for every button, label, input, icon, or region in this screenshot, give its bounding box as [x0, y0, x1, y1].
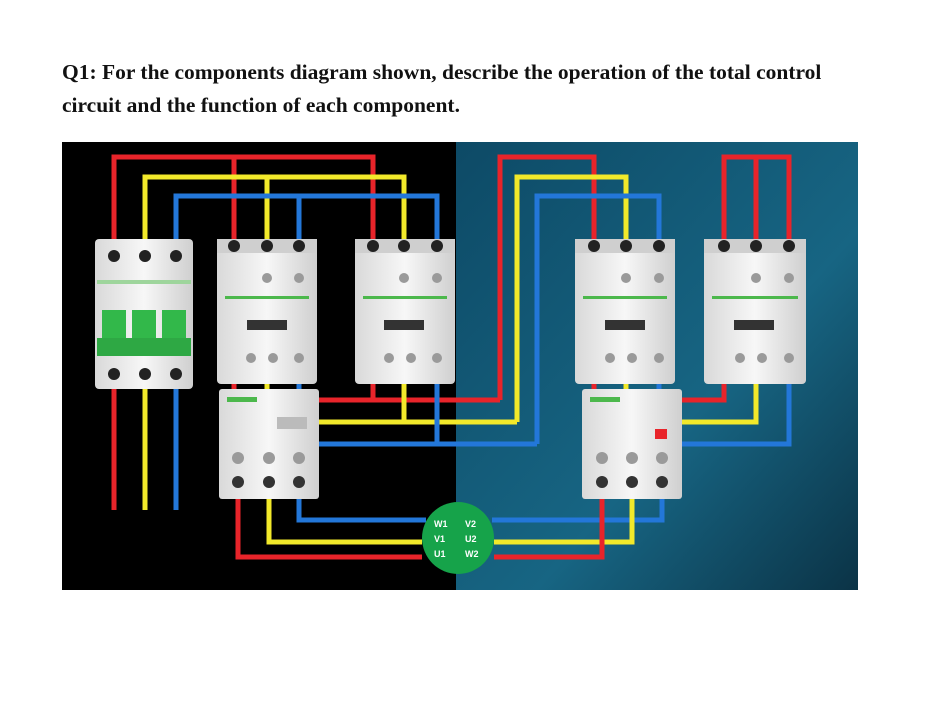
red-wire-bottom-right — [494, 497, 605, 560]
motor-terminal-v1: V1 — [434, 534, 445, 544]
yellow-wire-bottom-left — [266, 497, 422, 545]
contactor-km1 — [217, 239, 317, 384]
contactor-km4 — [704, 239, 806, 384]
red-wire-top-right — [497, 154, 597, 400]
motor-terminal-u2: U2 — [465, 534, 477, 544]
motor-terminal-w2: W2 — [465, 549, 479, 559]
motor-terminal-v2: V2 — [465, 519, 476, 529]
blue-wire-bottom-right — [492, 497, 665, 523]
overload-relay-right — [582, 389, 682, 499]
yellow-wire-top-right — [514, 174, 629, 422]
blue-wire-top-right — [534, 193, 662, 444]
red-wire-bottom-left — [235, 497, 422, 560]
contactor-km3 — [575, 239, 675, 384]
circuit-breaker — [95, 239, 193, 389]
yellow-wire-bottom-right — [494, 497, 635, 545]
motor: W1 V1 U1 V2 U2 W2 — [422, 502, 494, 574]
contactor-km2 — [355, 239, 455, 384]
overload-relay-left — [219, 389, 319, 499]
wiring-diagram: W1 V1 U1 V2 U2 W2 — [62, 142, 858, 590]
motor-terminal-u1: U1 — [434, 549, 446, 559]
motor-terminal-w1: W1 — [434, 519, 448, 529]
question-text: Q1: For the components diagram shown, de… — [62, 60, 822, 117]
blue-wire-bottom-left — [296, 497, 426, 523]
